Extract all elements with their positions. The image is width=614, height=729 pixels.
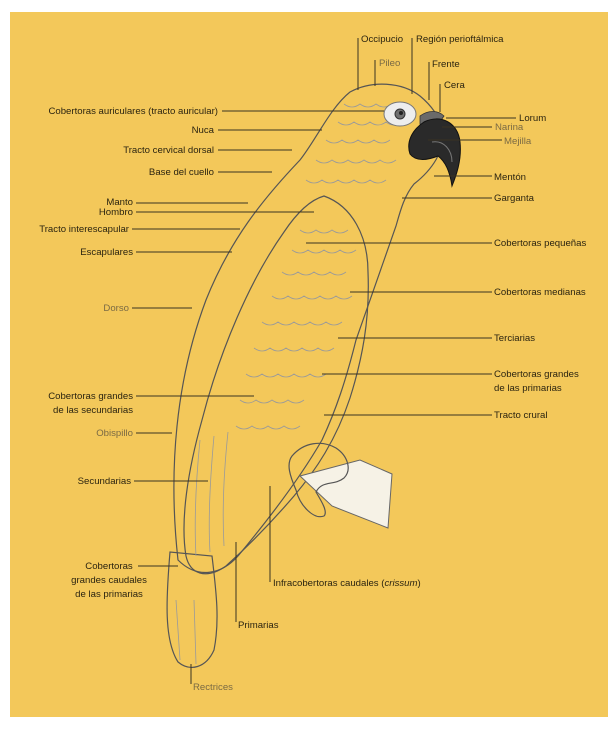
- label-cobertoras-medianas: Cobertoras medianas: [494, 287, 586, 298]
- label-region-periorbital: Región perioftálmica: [416, 34, 504, 45]
- wing-shape: [184, 196, 368, 574]
- label-infracobertoras-text: Infracobertoras caudales (: [273, 578, 385, 589]
- label-cobertoras-caudales-2: grandes caudales: [71, 575, 147, 586]
- label-cobertoras-auriculares: Cobertoras auriculares (tracto auricular…: [48, 106, 218, 117]
- label-cobertoras-caudales-1: Cobertoras: [85, 561, 133, 572]
- label-cobertoras-grandes-primarias-1: Cobertoras grandes: [494, 369, 579, 380]
- label-hombro: Hombro: [99, 207, 133, 218]
- label-pileo: Pileo: [379, 58, 400, 69]
- label-tracto-crural: Tracto crural: [494, 410, 548, 421]
- label-dorso: Dorso: [103, 303, 129, 314]
- label-base-del-cuello: Base del cuello: [149, 167, 214, 178]
- label-primarias: Primarias: [238, 620, 279, 631]
- label-terciarias: Terciarias: [494, 333, 535, 344]
- label-cobertoras-grandes-primarias-2: de las primarias: [494, 383, 562, 394]
- label-escapulares: Escapulares: [80, 247, 133, 258]
- label-nuca: Nuca: [192, 125, 215, 136]
- label-crissum-close: ): [418, 578, 421, 589]
- label-cera: Cera: [444, 80, 465, 91]
- label-cobertoras-caudales-3: de las primarias: [75, 589, 143, 600]
- anatomy-labels: Occipucio Región perioftálmica Pileo Fre…: [39, 34, 586, 693]
- label-menton: Mentón: [494, 172, 526, 183]
- label-cobertoras-pequenas: Cobertoras pequeñas: [494, 238, 586, 249]
- label-rectrices: Rectrices: [193, 682, 233, 693]
- label-tracto-cervical-dorsal: Tracto cervical dorsal: [123, 145, 214, 156]
- label-narina: Narina: [495, 122, 524, 133]
- label-frente: Frente: [432, 59, 460, 70]
- label-occipucio: Occipucio: [361, 34, 403, 45]
- label-crissum: crissum: [384, 578, 417, 589]
- label-cobertoras-grandes-secundarias-1: Cobertoras grandes: [48, 391, 133, 402]
- label-garganta: Garganta: [494, 193, 535, 204]
- label-infracobertoras-caudales: Infracobertoras caudales (crissum): [273, 578, 421, 589]
- label-obispillo: Obispillo: [96, 428, 133, 439]
- label-secundarias: Secundarias: [78, 476, 132, 487]
- label-tracto-interescapular: Tracto interescapular: [39, 224, 130, 235]
- body-shape: [174, 84, 443, 572]
- feather-scallops: [236, 104, 402, 429]
- label-mejilla: Mejilla: [504, 136, 532, 147]
- label-cobertoras-grandes-secundarias-2: de las secundarias: [53, 405, 133, 416]
